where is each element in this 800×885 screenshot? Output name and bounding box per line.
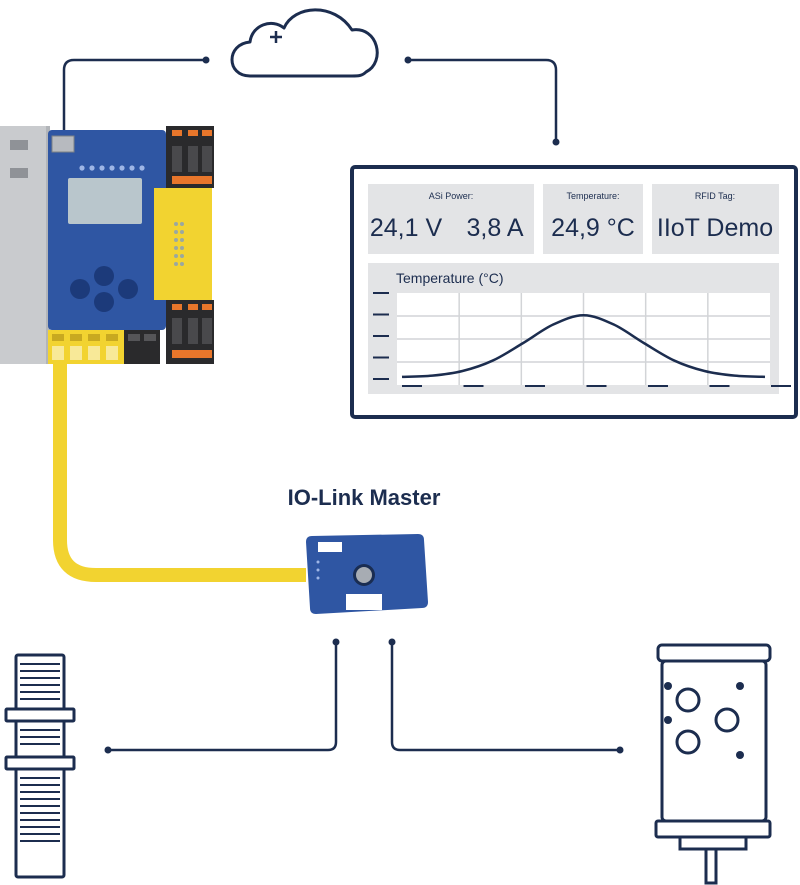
iolink-master-device — [306, 534, 428, 614]
chart-grid — [397, 293, 770, 385]
connection-dot — [552, 138, 560, 146]
dashboard-monitor: ASi Power: 24,1 V 3,8 A Temperature: 24,… — [350, 165, 798, 419]
sensor-icon — [4, 653, 76, 879]
valve-actuator-icon — [654, 643, 772, 885]
temperature-tile — [543, 184, 643, 254]
iolink-master-label: IO-Link Master — [288, 485, 441, 510]
connection-dot — [616, 746, 624, 754]
asi-cable — [53, 364, 306, 582]
connection-dot — [332, 638, 340, 646]
rfid-tile — [652, 184, 779, 254]
rfid-label: RFID Tag: — [695, 191, 735, 201]
chart-title: Temperature (°C) — [396, 270, 504, 286]
asi-power-label: ASi Power: — [429, 191, 474, 201]
temperature-series-line — [401, 313, 766, 379]
connection-dot — [404, 56, 412, 64]
valve-bolts — [664, 682, 744, 759]
temperature-label: Temperature: — [566, 191, 619, 201]
connection-dot — [202, 56, 210, 64]
chart-ticks — [373, 292, 389, 380]
connection-dot — [388, 638, 396, 646]
current-value: 3,8 A — [467, 214, 524, 242]
connection-dot — [104, 746, 112, 754]
temperature-value: 24,9 °C — [551, 214, 635, 242]
asi-power-tile — [368, 184, 534, 254]
gateway-controller — [0, 126, 214, 364]
cloud-icon — [230, 8, 379, 78]
rfid-value: IIoT Demo — [657, 214, 773, 242]
cloud-connection-lines — [62, 58, 558, 142]
voltage-value: 24,1 V — [370, 214, 443, 242]
device-connection-lines — [108, 642, 620, 752]
